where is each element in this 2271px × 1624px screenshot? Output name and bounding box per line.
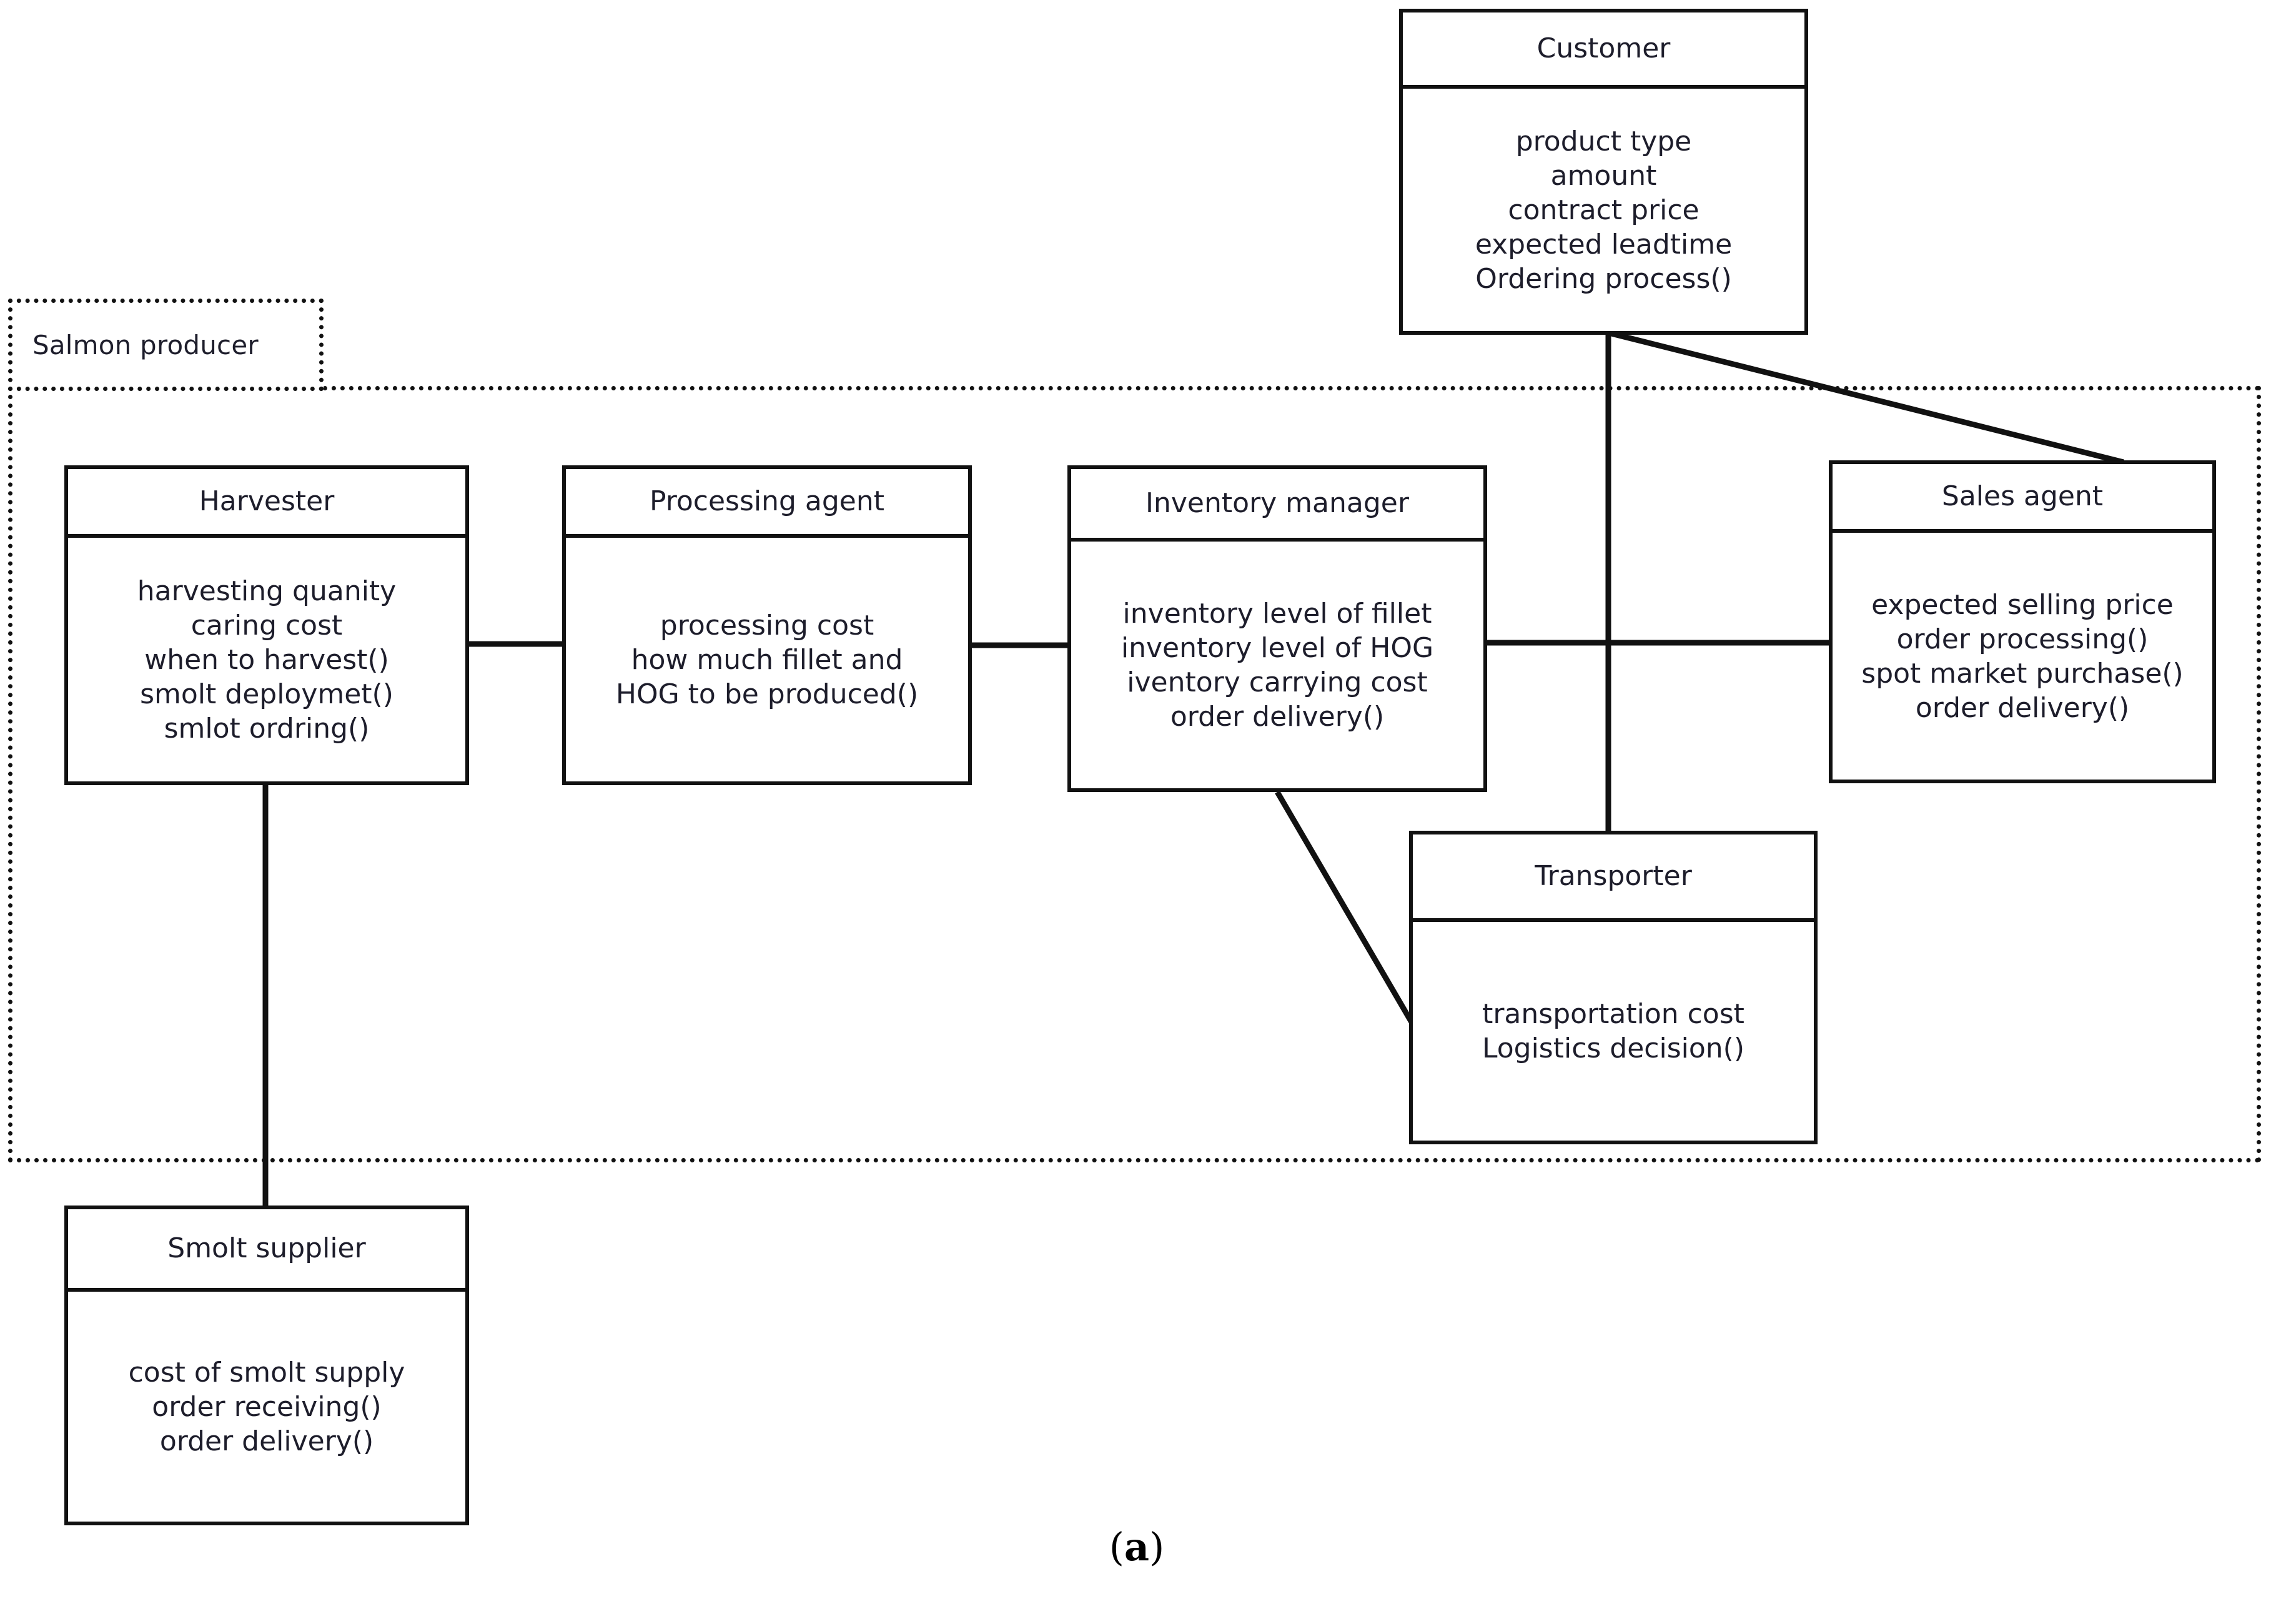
class-members-transporter: transportation cost Logistics decision() <box>1413 922 1814 1141</box>
class-member: expected leadtime <box>1475 228 1733 260</box>
class-header-customer: Customer <box>1403 12 1804 89</box>
class-header-sales-agent: Sales agent <box>1833 464 2212 533</box>
class-box-smolt-supplier[interactable]: Smolt supplier cost of smolt supply orde… <box>64 1206 469 1525</box>
class-box-processing-agent[interactable]: Processing agent processing cost how muc… <box>562 465 972 785</box>
class-title-harvester: Harvester <box>199 485 335 517</box>
class-title-sales-agent: Sales agent <box>1941 480 2104 512</box>
figure-caption-close-paren: ) <box>1149 1524 1165 1570</box>
class-member: cost of smolt supply <box>128 1356 405 1389</box>
class-member: inventory level of fillet <box>1122 597 1432 630</box>
salmon-producer-package-tab: Salmon producer <box>8 299 324 391</box>
figure-caption-letter: a <box>1124 1524 1150 1570</box>
class-members-customer: product type amount contract price expec… <box>1403 89 1804 331</box>
class-member: caring cost <box>190 609 343 641</box>
class-box-sales-agent[interactable]: Sales agent expected selling price order… <box>1829 460 2216 783</box>
class-member: inventory level of HOG <box>1121 631 1434 664</box>
class-header-transporter: Transporter <box>1413 834 1814 922</box>
class-title-customer: Customer <box>1536 32 1671 64</box>
class-box-customer[interactable]: Customer product type amount contract pr… <box>1399 9 1808 335</box>
class-header-inventory-manager: Inventory manager <box>1071 469 1483 542</box>
class-member: how much fillet and <box>631 643 903 676</box>
class-member: order receiving() <box>152 1390 382 1423</box>
class-title-processing-agent: Processing agent <box>649 485 885 517</box>
class-box-harvester[interactable]: Harvester harvesting quanity caring cost… <box>64 465 469 785</box>
class-member: processing cost <box>660 609 874 641</box>
class-member: when to harvest() <box>144 643 389 676</box>
figure-caption-open-paren: ( <box>1109 1524 1124 1570</box>
class-member: order processing() <box>1896 623 2149 655</box>
salmon-producer-package <box>8 386 2261 1162</box>
class-member: smolt deploymet() <box>140 678 393 710</box>
class-member: spot market purchase() <box>1861 657 2184 690</box>
class-box-inventory-manager[interactable]: Inventory manager inventory level of fil… <box>1067 465 1487 792</box>
class-member: transportation cost <box>1482 998 1744 1030</box>
class-member: order delivery() <box>159 1425 374 1457</box>
class-header-smolt-supplier: Smolt supplier <box>68 1209 465 1292</box>
class-box-transporter[interactable]: Transporter transportation cost Logistic… <box>1409 831 1818 1144</box>
class-members-smolt-supplier: cost of smolt supply order receiving() o… <box>68 1292 465 1522</box>
class-title-transporter: Transporter <box>1535 859 1692 892</box>
class-title-inventory-manager: Inventory manager <box>1145 487 1409 519</box>
class-members-processing-agent: processing cost how much fillet and HOG … <box>566 538 968 781</box>
class-title-smolt-supplier: Smolt supplier <box>167 1232 366 1264</box>
salmon-producer-package-label: Salmon producer <box>32 329 259 360</box>
class-member: smlot ordring() <box>164 712 370 745</box>
class-member: Logistics decision() <box>1482 1032 1745 1064</box>
class-member: HOG to be produced() <box>615 678 919 710</box>
figure-caption: (a) <box>1062 1524 1212 1570</box>
class-member: order delivery() <box>1915 691 2130 724</box>
class-member: iventory carrying cost <box>1127 666 1428 698</box>
class-member: expected selling price <box>1871 588 2174 621</box>
class-member: harvesting quanity <box>137 575 397 607</box>
class-member: contract price <box>1508 194 1700 226</box>
class-header-processing-agent: Processing agent <box>566 469 968 538</box>
class-member: order delivery() <box>1170 700 1385 733</box>
class-members-harvester: harvesting quanity caring cost when to h… <box>68 538 465 781</box>
class-header-harvester: Harvester <box>68 469 465 538</box>
class-members-sales-agent: expected selling price order processing(… <box>1833 533 2212 780</box>
class-member: product type <box>1515 125 1692 157</box>
class-members-inventory-manager: inventory level of fillet inventory leve… <box>1071 542 1483 788</box>
class-member: amount <box>1550 159 1657 192</box>
class-member: Ordering process() <box>1475 262 1732 295</box>
